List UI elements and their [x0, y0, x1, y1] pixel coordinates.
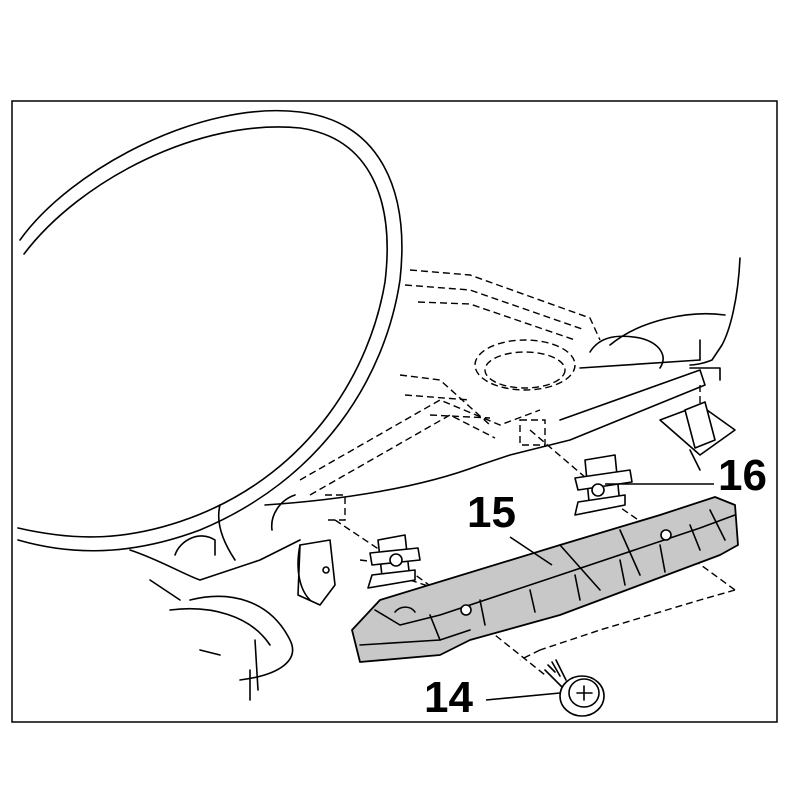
bumper-retainer: [351, 496, 739, 663]
clip-16: [574, 454, 633, 516]
body-outline-dashed: [299, 269, 601, 521]
leader-line-15: [509, 536, 553, 566]
diagram-frame: [11, 100, 778, 723]
leader-line-14: [485, 692, 561, 701]
wheel-arch: [17, 109, 403, 552]
bumper-end: [264, 257, 741, 506]
splash-shield: [129, 494, 336, 701]
clip-left: [367, 534, 421, 589]
clip-upper-right: [659, 401, 736, 471]
callout-14: 14: [424, 673, 473, 722]
callout-16: 16: [718, 451, 767, 500]
screw: [544, 659, 605, 717]
callout-15: 15: [467, 488, 516, 537]
